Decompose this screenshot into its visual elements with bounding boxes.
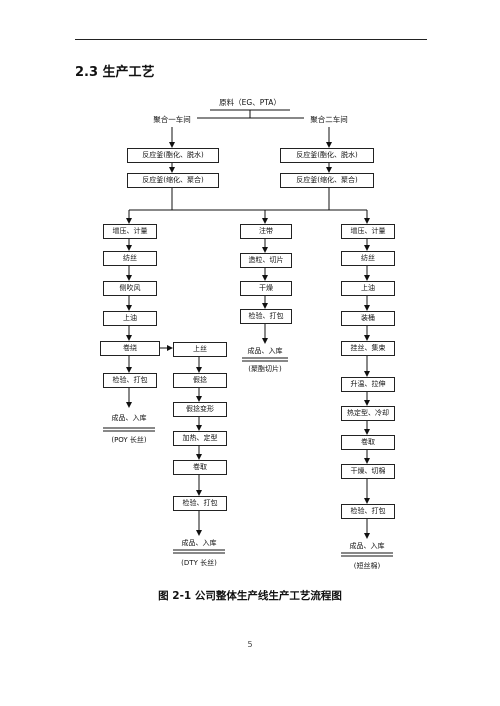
workshop-one-label: 聚合一车间 [147,114,197,125]
chip-step-inspection: 检验、打包 [240,309,292,324]
dty-step-texturing: 假捻变形 [173,402,227,417]
dty-end-label: 成品、入库 [181,539,217,547]
dty-step-inspection: 检验、打包 [173,496,227,511]
staple-step-take-up: 卷取 [341,435,395,450]
figure-caption: 图 2-1 公司整体生产线生产工艺流程图 [158,590,342,602]
staple-step-drawing: 升温、拉伸 [341,377,395,392]
staple-step-cutting: 干燥、切棉 [341,464,395,479]
top-rule [75,39,427,40]
poy-step-oiling: 上油 [103,311,157,326]
staple-step-bundling: 挂丝、集束 [341,341,395,356]
dty-step-false-twist: 假捻 [173,373,227,388]
reactor-esterification-2: 反应釜(酯化、脱水) [280,148,374,163]
section-heading: 2.3 生产工艺 [75,65,155,80]
chip-end-label: 成品、入库 [247,347,283,355]
reactor-esterification-1: 反应釜(酯化、脱水) [127,148,219,163]
dty-end-note: (DTY 长丝) [181,559,217,567]
chip-end-note: (聚酯切片) [248,365,282,373]
chip-step-pelletizing: 造粒、切片 [240,253,292,268]
staple-step-spinning: 纺丝 [341,251,395,266]
poy-step-winding: 卷绕 [100,341,160,356]
staple-step-inspection: 检验、打包 [341,504,395,519]
workshop-two-label: 聚合二车间 [304,114,354,125]
staple-end-note: (短丝棉) [353,562,381,570]
staple-step-pressurize: 增压、计量 [341,224,395,239]
reactor-polymerization-2: 反应釜(缩化、聚合) [280,173,374,188]
poy-step-side-blowing: 侧吹风 [103,281,157,296]
dty-step-feeding: 上丝 [173,342,227,357]
dty-step-heat-setting: 加热、定型 [173,431,227,446]
poy-step-spinning: 纺丝 [103,251,157,266]
chip-step-casting: 注带 [240,224,292,239]
raw-material-label: 原料（EG、PTA） [219,98,281,107]
reactor-polymerization-1: 反应釜(缩化、聚合) [127,173,219,188]
staple-step-canning: 装桶 [341,311,395,326]
staple-step-oiling: 上油 [341,281,395,296]
chip-step-drying: 干燥 [240,281,292,296]
poy-end-label: 成品、入库 [111,414,147,422]
page-number: 5 [247,640,253,649]
poy-end-note: (POY 长丝) [111,436,147,444]
staple-end-label: 成品、入库 [349,542,385,550]
staple-step-heat-setting: 热定型、冷却 [341,406,395,421]
dty-step-take-up: 卷取 [173,460,227,475]
poy-step-pressurize: 增压、计量 [103,224,157,239]
poy-step-inspection: 检验、打包 [103,373,157,388]
